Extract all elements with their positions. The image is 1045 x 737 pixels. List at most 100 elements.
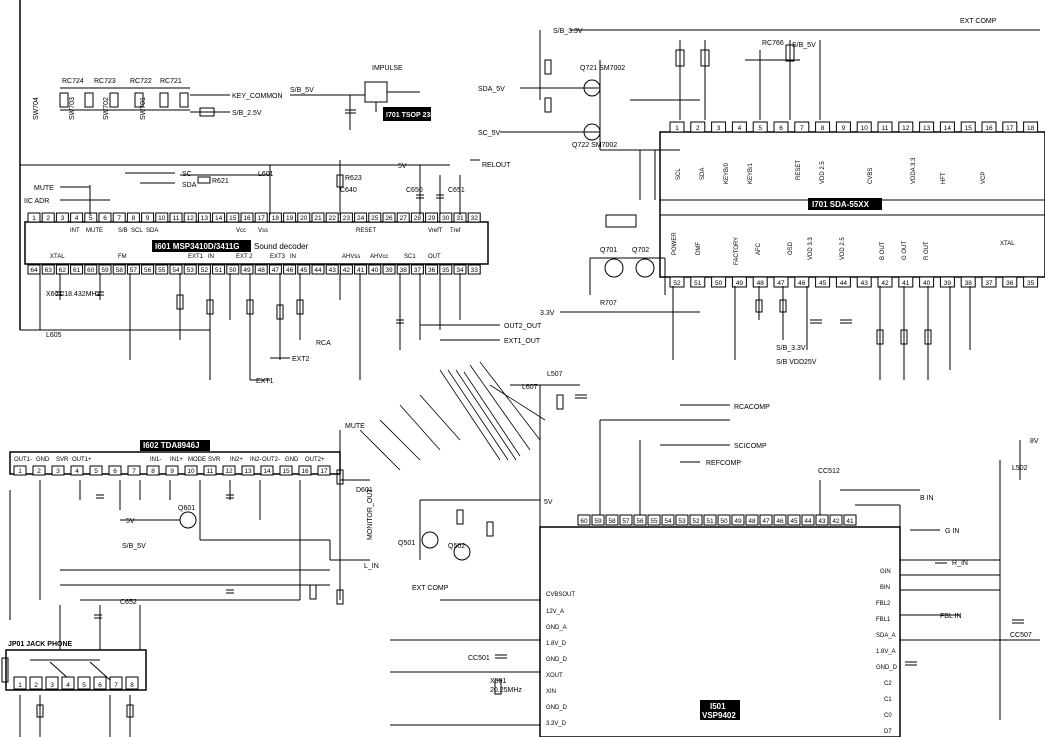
pin-number: 58 <box>608 518 616 525</box>
pin-box <box>169 264 183 275</box>
i602-pin-name: IN2- <box>250 457 261 463</box>
pin-number: 53 <box>187 267 195 274</box>
svg-text:INT: INT <box>70 228 80 234</box>
pin-number: 49 <box>736 280 744 287</box>
pin-number: 50 <box>720 518 728 525</box>
pin-box <box>647 514 661 526</box>
ext1-out-label: EXT1_OUT <box>504 338 541 345</box>
pin-box <box>919 121 935 133</box>
pin-number: 16 <box>301 468 309 475</box>
i501-wiring <box>390 384 1040 726</box>
rc766-label: RC766 <box>762 40 784 47</box>
pin-box <box>197 264 211 275</box>
i602-pin-name: SVR <box>56 457 69 463</box>
pin-box <box>155 212 169 223</box>
i602-pin-name: OUT1- <box>14 457 32 463</box>
svg-text:FBL2: FBL2 <box>876 601 891 607</box>
sw704-label: SW704 <box>33 97 40 120</box>
pin-number: 3 <box>56 468 60 475</box>
pin-box <box>297 264 311 275</box>
pin-number: 8 <box>130 682 134 689</box>
pin-number: 33 <box>471 267 479 274</box>
scicomp-label: SCICOMP <box>734 443 767 450</box>
svg-text:1.8V_A: 1.8V_A <box>876 649 896 655</box>
pin-box <box>184 465 198 476</box>
pin-box <box>146 465 160 476</box>
pin-number: 1 <box>18 468 22 475</box>
pin-number: 54 <box>172 267 180 274</box>
svg-text:GIN: GIN <box>880 569 891 575</box>
svg-text:VDD 2.5: VDD 2.5 <box>840 237 846 260</box>
pin-box <box>939 121 955 133</box>
pin-box <box>283 264 297 275</box>
pin-number: 47 <box>762 518 770 525</box>
pin-number: 11 <box>882 125 889 132</box>
svg-text:EXT1: EXT1 <box>188 254 204 260</box>
svg-text:RESET: RESET <box>356 228 376 234</box>
pin-number: 6 <box>779 125 783 132</box>
pin-number: 52 <box>673 280 681 287</box>
pin-number: 52 <box>201 267 209 274</box>
pin-number: 60 <box>580 518 588 525</box>
svg-text:AHVcc: AHVcc <box>370 254 388 260</box>
pin-number: 4 <box>75 468 79 475</box>
x501-label: X501 <box>490 678 506 685</box>
q701-label: Q701 <box>600 247 617 254</box>
i601-title-box <box>152 240 251 252</box>
pin-number: 15 <box>229 215 237 222</box>
pin-box <box>197 212 211 223</box>
svg-text:1.8V_D: 1.8V_D <box>546 641 567 647</box>
svg-text:EXT3: EXT3 <box>270 254 286 260</box>
pin-number: 15 <box>965 125 973 132</box>
i701-pin-names-bottom: POWER DMF FACTORY AFC OSD VDD 3.3 VDD 2.… <box>672 232 1015 265</box>
pin-number: 55 <box>158 267 166 274</box>
pin-box <box>898 121 914 133</box>
pin-box <box>801 514 815 526</box>
svg-text:SDA_A: SDA_A <box>876 633 896 639</box>
pin-number: 46 <box>286 267 294 274</box>
ext2-label: EXT2 <box>292 356 310 363</box>
pin-box <box>212 264 226 275</box>
pin-box <box>84 212 98 223</box>
pin-box <box>77 676 91 690</box>
pin-number: 12 <box>187 215 195 222</box>
pin-box <box>717 514 731 526</box>
pin-number: 2 <box>46 215 50 222</box>
pin-box <box>260 465 274 476</box>
keyb-label: KEY_COMMON <box>232 93 283 100</box>
extcomp-bot-label: EXT COMP <box>412 585 449 592</box>
c651-label: C651 <box>448 187 465 194</box>
pin-number: 37 <box>414 267 422 274</box>
pin-box <box>125 676 139 690</box>
pin-box <box>268 212 282 223</box>
pin-box <box>773 276 789 288</box>
pin-box <box>752 276 768 288</box>
svg-text:HFT: HFT <box>941 172 947 184</box>
r707-label: R707 <box>600 300 617 307</box>
pin-box <box>396 212 410 223</box>
pin-box <box>70 465 84 476</box>
pin-box <box>354 264 368 275</box>
pin-number: 14 <box>944 125 952 132</box>
pin-number: 30 <box>442 215 450 222</box>
pin-box <box>467 212 481 223</box>
rc723-label: RC723 <box>94 78 116 85</box>
pin-number: 8 <box>821 125 825 132</box>
pin-number: 5 <box>82 682 86 689</box>
pin-number: 3 <box>717 125 721 132</box>
pin-number: 8 <box>132 215 136 222</box>
ext1-label: EXT1 <box>256 378 274 385</box>
pin-box <box>311 264 325 275</box>
fblin-label: FBL IN <box>940 613 962 620</box>
pin-number: 17 <box>258 215 266 222</box>
pin-number: 46 <box>798 280 806 287</box>
svg-text:S/B: S/B <box>118 228 128 234</box>
pin-box <box>382 264 396 275</box>
pin-box <box>41 264 55 275</box>
pin-number: 34 <box>456 267 464 274</box>
pin-box <box>467 264 481 275</box>
